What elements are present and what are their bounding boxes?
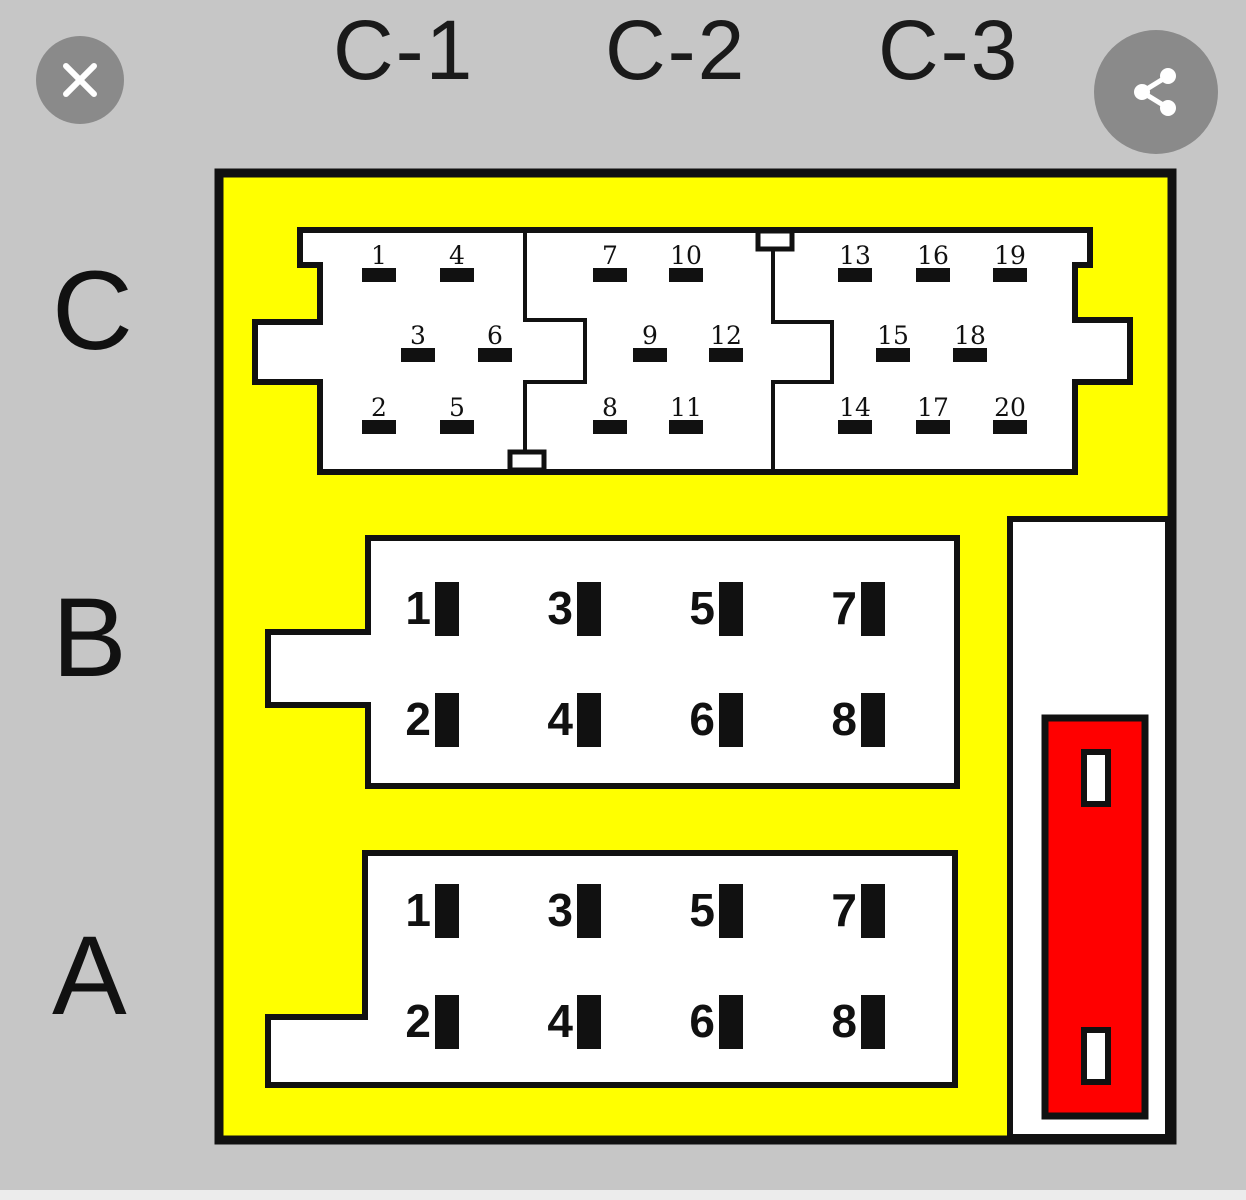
pin-label-c-17: 17: [917, 393, 949, 422]
close-button[interactable]: [36, 36, 124, 124]
pin-terminal-c-16: [916, 268, 950, 282]
pin-terminal-c-20: [993, 420, 1027, 434]
pin-label-c-19: 19: [994, 241, 1026, 270]
connector-b-pin-terminal-4: [577, 693, 601, 747]
connector-b-pin-terminal-5: [719, 582, 743, 636]
share-button[interactable]: [1094, 30, 1218, 154]
pin-label-c-18: 18: [954, 321, 986, 350]
pin-label-c-1: 1: [371, 241, 387, 270]
connector-a-pin-label-8: 8: [831, 995, 857, 1047]
connector-b-pin-label-1: 1: [405, 582, 431, 634]
connector-b-pin-label-4: 4: [547, 693, 573, 745]
connector-b-pin-terminal-7: [861, 582, 885, 636]
pin-label-c-14: 14: [839, 393, 871, 422]
connector-a-pin-label-5: 5: [689, 884, 715, 936]
pin-terminal-c-19: [993, 268, 1027, 282]
pin-label-c-12: 12: [710, 321, 742, 350]
pin-terminal-c-4: [440, 268, 474, 282]
column-label-c2: C-2: [605, 3, 747, 97]
connector-a-pin-terminal-7: [861, 884, 885, 938]
pin-label-c-11: 11: [670, 393, 702, 422]
pin-terminal-c-5: [440, 420, 474, 434]
row-label-a: A: [52, 913, 127, 1038]
connector-b-pin-label-3: 3: [547, 582, 573, 634]
column-label-c3: C-3: [878, 3, 1020, 97]
divider-c1-c2: [523, 232, 587, 470]
close-icon: [63, 63, 97, 97]
connector-a-pin-label-4: 4: [547, 995, 573, 1047]
pin-label-c-9: 9: [642, 321, 658, 350]
pin-terminal-c-18: [953, 348, 987, 362]
pin-label-c-8: 8: [602, 393, 618, 422]
pin-terminal-c-15: [876, 348, 910, 362]
connector-b-body: [265, 535, 960, 789]
connector-b-pin-label-5: 5: [689, 582, 715, 634]
connector-a-pin-terminal-4: [577, 995, 601, 1049]
pin-terminal-c-11: [669, 420, 703, 434]
connector-b-pin-label-8: 8: [831, 693, 857, 745]
connector-a-pin-label-7: 7: [831, 884, 857, 936]
connector-a-pin-terminal-5: [719, 884, 743, 938]
connector-a-pin-terminal-6: [719, 995, 743, 1049]
pin-terminal-c-2: [362, 420, 396, 434]
connector-b-pin-terminal-6: [719, 693, 743, 747]
pin-label-c-7: 7: [602, 241, 618, 270]
latch-bottom: [507, 449, 547, 473]
connector-b-pins: 1 3 5 7 2 4 6 8: [405, 582, 885, 747]
pin-label-c-10: 10: [670, 241, 702, 270]
connector-a-pin-terminal-1: [435, 884, 459, 938]
pin-label-c-4: 4: [449, 241, 465, 270]
bottom-edge: [0, 1190, 1246, 1200]
latch-top: [755, 228, 795, 252]
column-label-c1: C-1: [333, 3, 475, 97]
pin-terminal-c-3: [401, 348, 435, 362]
connector-a-pin-label-1: 1: [405, 884, 431, 936]
connector-b-pin-terminal-8: [861, 693, 885, 747]
connector-b-pin-terminal-2: [435, 693, 459, 747]
pin-terminal-c-8: [593, 420, 627, 434]
pin-terminal-c-7: [593, 268, 627, 282]
divider-c2-c3: [771, 232, 834, 470]
pin-terminal-c-13: [838, 268, 872, 282]
connector-b-pin-terminal-3: [577, 582, 601, 636]
fuse-slot-bottom: [1081, 1027, 1111, 1085]
pin-terminal-c-9: [633, 348, 667, 362]
pin-label-c-20: 20: [994, 393, 1026, 422]
pin-terminal-c-6: [478, 348, 512, 362]
connector-a-pin-label-6: 6: [689, 995, 715, 1047]
pin-label-c-5: 5: [449, 393, 465, 422]
connector-a-pin-terminal-2: [435, 995, 459, 1049]
row-label-b: B: [52, 575, 127, 700]
pin-terminal-c-1: [362, 268, 396, 282]
connector-a-pin-label-2: 2: [405, 995, 431, 1047]
connector-a-pins: 1 3 5 7 2 4 6 8: [405, 884, 885, 1049]
pin-label-c-3: 3: [410, 321, 426, 350]
fuse-slot-top: [1081, 749, 1111, 807]
pin-label-c-15: 15: [877, 321, 909, 350]
pin-terminal-c-12: [709, 348, 743, 362]
row-label-c: C: [52, 248, 133, 373]
pin-label-c-2: 2: [371, 393, 387, 422]
pin-terminal-c-14: [838, 420, 872, 434]
connector-b-pin-label-2: 2: [405, 693, 431, 745]
connector-b-pin-terminal-1: [435, 582, 459, 636]
pin-terminal-c-10: [669, 268, 703, 282]
connector-c-body: [252, 227, 1133, 475]
connector-b-pin-label-7: 7: [831, 582, 857, 634]
pin-label-c-6: 6: [487, 321, 503, 350]
pin-terminal-c-17: [916, 420, 950, 434]
connector-a-pin-label-3: 3: [547, 884, 573, 936]
connector-b-pin-label-6: 6: [689, 693, 715, 745]
share-icon: [1134, 68, 1176, 116]
pin-label-c-13: 13: [839, 241, 871, 270]
connector-a-pin-terminal-3: [577, 884, 601, 938]
pin-label-c-16: 16: [917, 241, 949, 270]
connector-a-pin-terminal-8: [861, 995, 885, 1049]
